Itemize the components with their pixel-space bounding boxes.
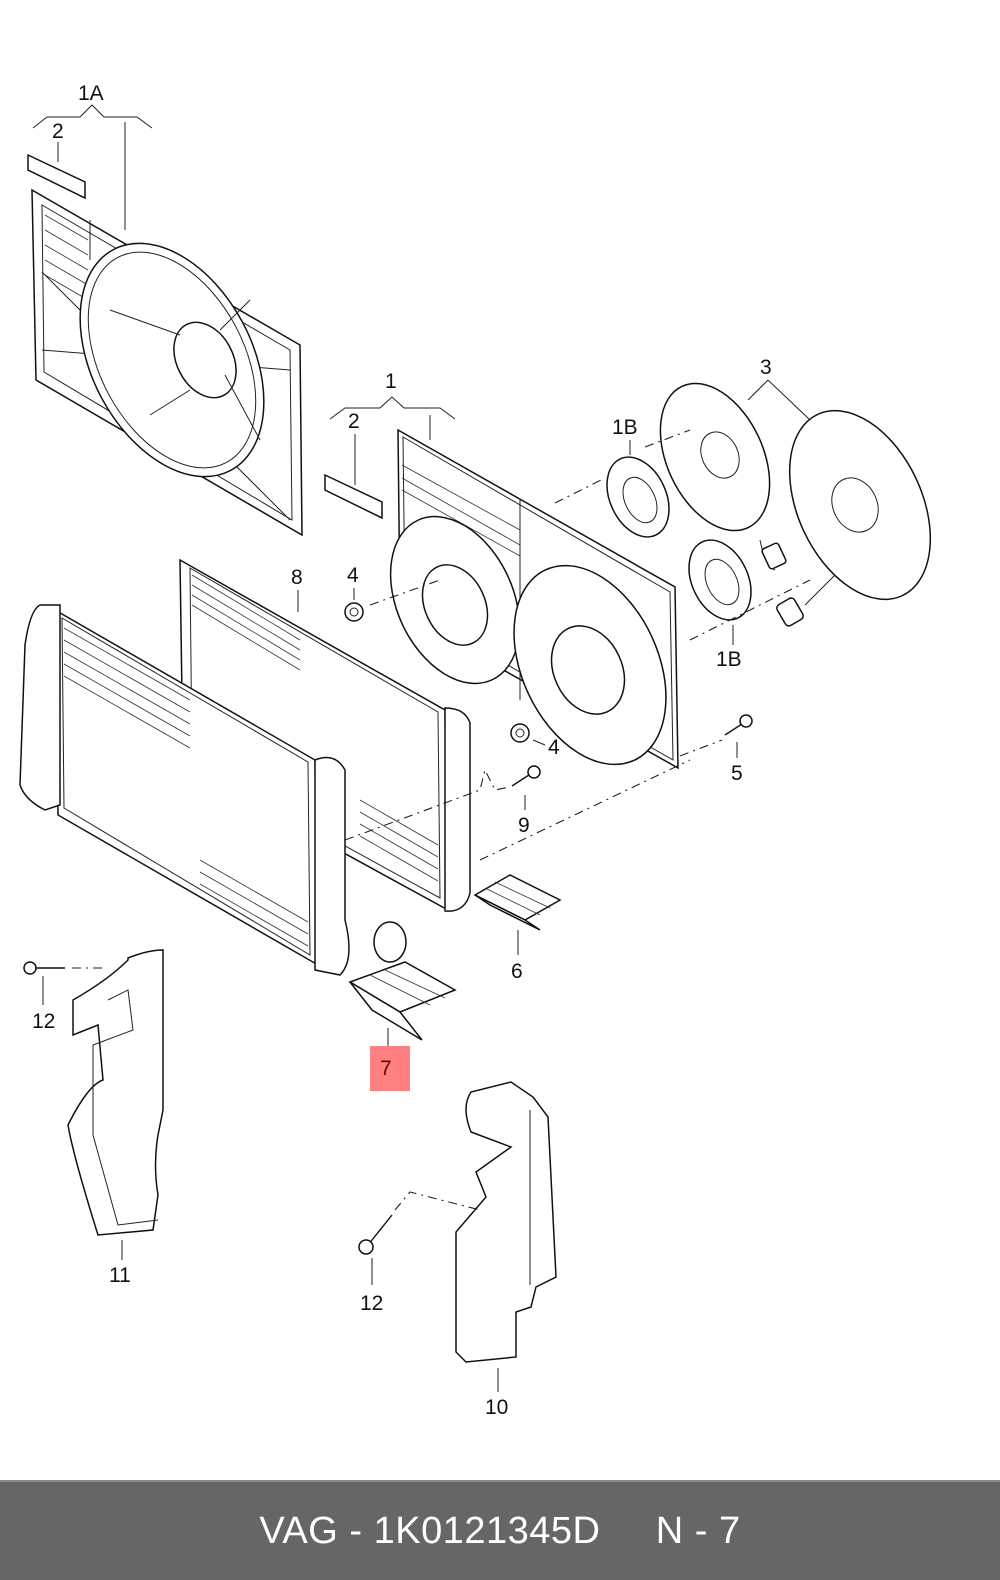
air-guide-7[interactable] <box>348 961 457 1041</box>
parts-diagram: 1A 2 1 2 <box>19 82 959 1419</box>
svg-text:3: 3 <box>760 356 772 379</box>
callout-12-left: 12 <box>32 976 55 1033</box>
screw-12-right[interactable] <box>358 1214 393 1255</box>
callout-1b-lower: 1B <box>716 625 742 671</box>
callout-2a: 2 <box>52 120 64 162</box>
svg-text:1A: 1A <box>78 82 104 105</box>
svg-text:2: 2 <box>348 410 360 433</box>
fan-shroud-1[interactable] <box>365 428 696 789</box>
callout-1b-upper: 1B <box>612 416 638 455</box>
fan-3-upper[interactable] <box>639 366 792 571</box>
svg-text:12: 12 <box>32 1010 55 1033</box>
callout-4-lower: 4 <box>532 736 560 759</box>
callout-2b: 2 <box>348 410 360 485</box>
svg-text:4: 4 <box>347 564 359 587</box>
svg-text:1B: 1B <box>716 648 742 671</box>
highlight-box <box>370 1046 410 1091</box>
air-guide-11[interactable] <box>67 949 164 1236</box>
svg-text:7: 7 <box>380 1057 392 1080</box>
callout-7[interactable]: 7 <box>370 1028 410 1091</box>
svg-text:2: 2 <box>52 120 64 143</box>
nut-4-upper[interactable] <box>344 602 364 622</box>
svg-text:10: 10 <box>485 1396 508 1419</box>
radiator-front[interactable] <box>19 604 407 976</box>
callout-6: 6 <box>511 930 523 983</box>
screw-9[interactable] <box>511 765 541 787</box>
callout-4-upper: 4 <box>347 564 359 600</box>
screw-12-left[interactable] <box>23 961 65 975</box>
fan-3-lower[interactable] <box>762 388 959 627</box>
radiator-8[interactable] <box>179 558 471 912</box>
air-guide-10[interactable] <box>455 1081 557 1363</box>
part-number-caption: VAG - 1K0121345D N - 7 <box>259 1509 741 1552</box>
nut-4-lower[interactable] <box>510 723 530 743</box>
svg-text:5: 5 <box>731 762 743 785</box>
callout-5: 5 <box>731 742 743 785</box>
svg-text:4: 4 <box>548 736 560 759</box>
callout-9: 9 <box>518 795 530 837</box>
seal-strip-2a[interactable] <box>27 153 86 200</box>
callout-12-right: 12 <box>360 1258 383 1315</box>
svg-text:1B: 1B <box>612 416 638 439</box>
svg-text:8: 8 <box>291 566 303 589</box>
air-guide-6[interactable] <box>473 874 562 931</box>
callout-10: 10 <box>485 1368 508 1419</box>
svg-text:9: 9 <box>518 814 530 837</box>
svg-text:11: 11 <box>109 1264 131 1287</box>
fan-shroud-1a[interactable] <box>31 188 303 537</box>
svg-text:12: 12 <box>360 1292 383 1315</box>
seal-strip-2b[interactable] <box>324 473 383 520</box>
ring-1b-lower[interactable] <box>677 530 763 630</box>
ring-1b-upper[interactable] <box>595 447 681 547</box>
svg-text:1: 1 <box>385 370 397 393</box>
svg-text:6: 6 <box>511 960 523 983</box>
part-info-footer: VAG - 1K0121345D N - 7 <box>0 1480 1000 1580</box>
callout-8: 8 <box>291 566 303 612</box>
screw-5[interactable] <box>724 714 753 736</box>
callout-3: 3 <box>747 356 811 421</box>
callout-1a: 1A <box>32 82 153 230</box>
callout-11: 11 <box>109 1240 131 1287</box>
callout-1: 1 <box>329 370 456 440</box>
